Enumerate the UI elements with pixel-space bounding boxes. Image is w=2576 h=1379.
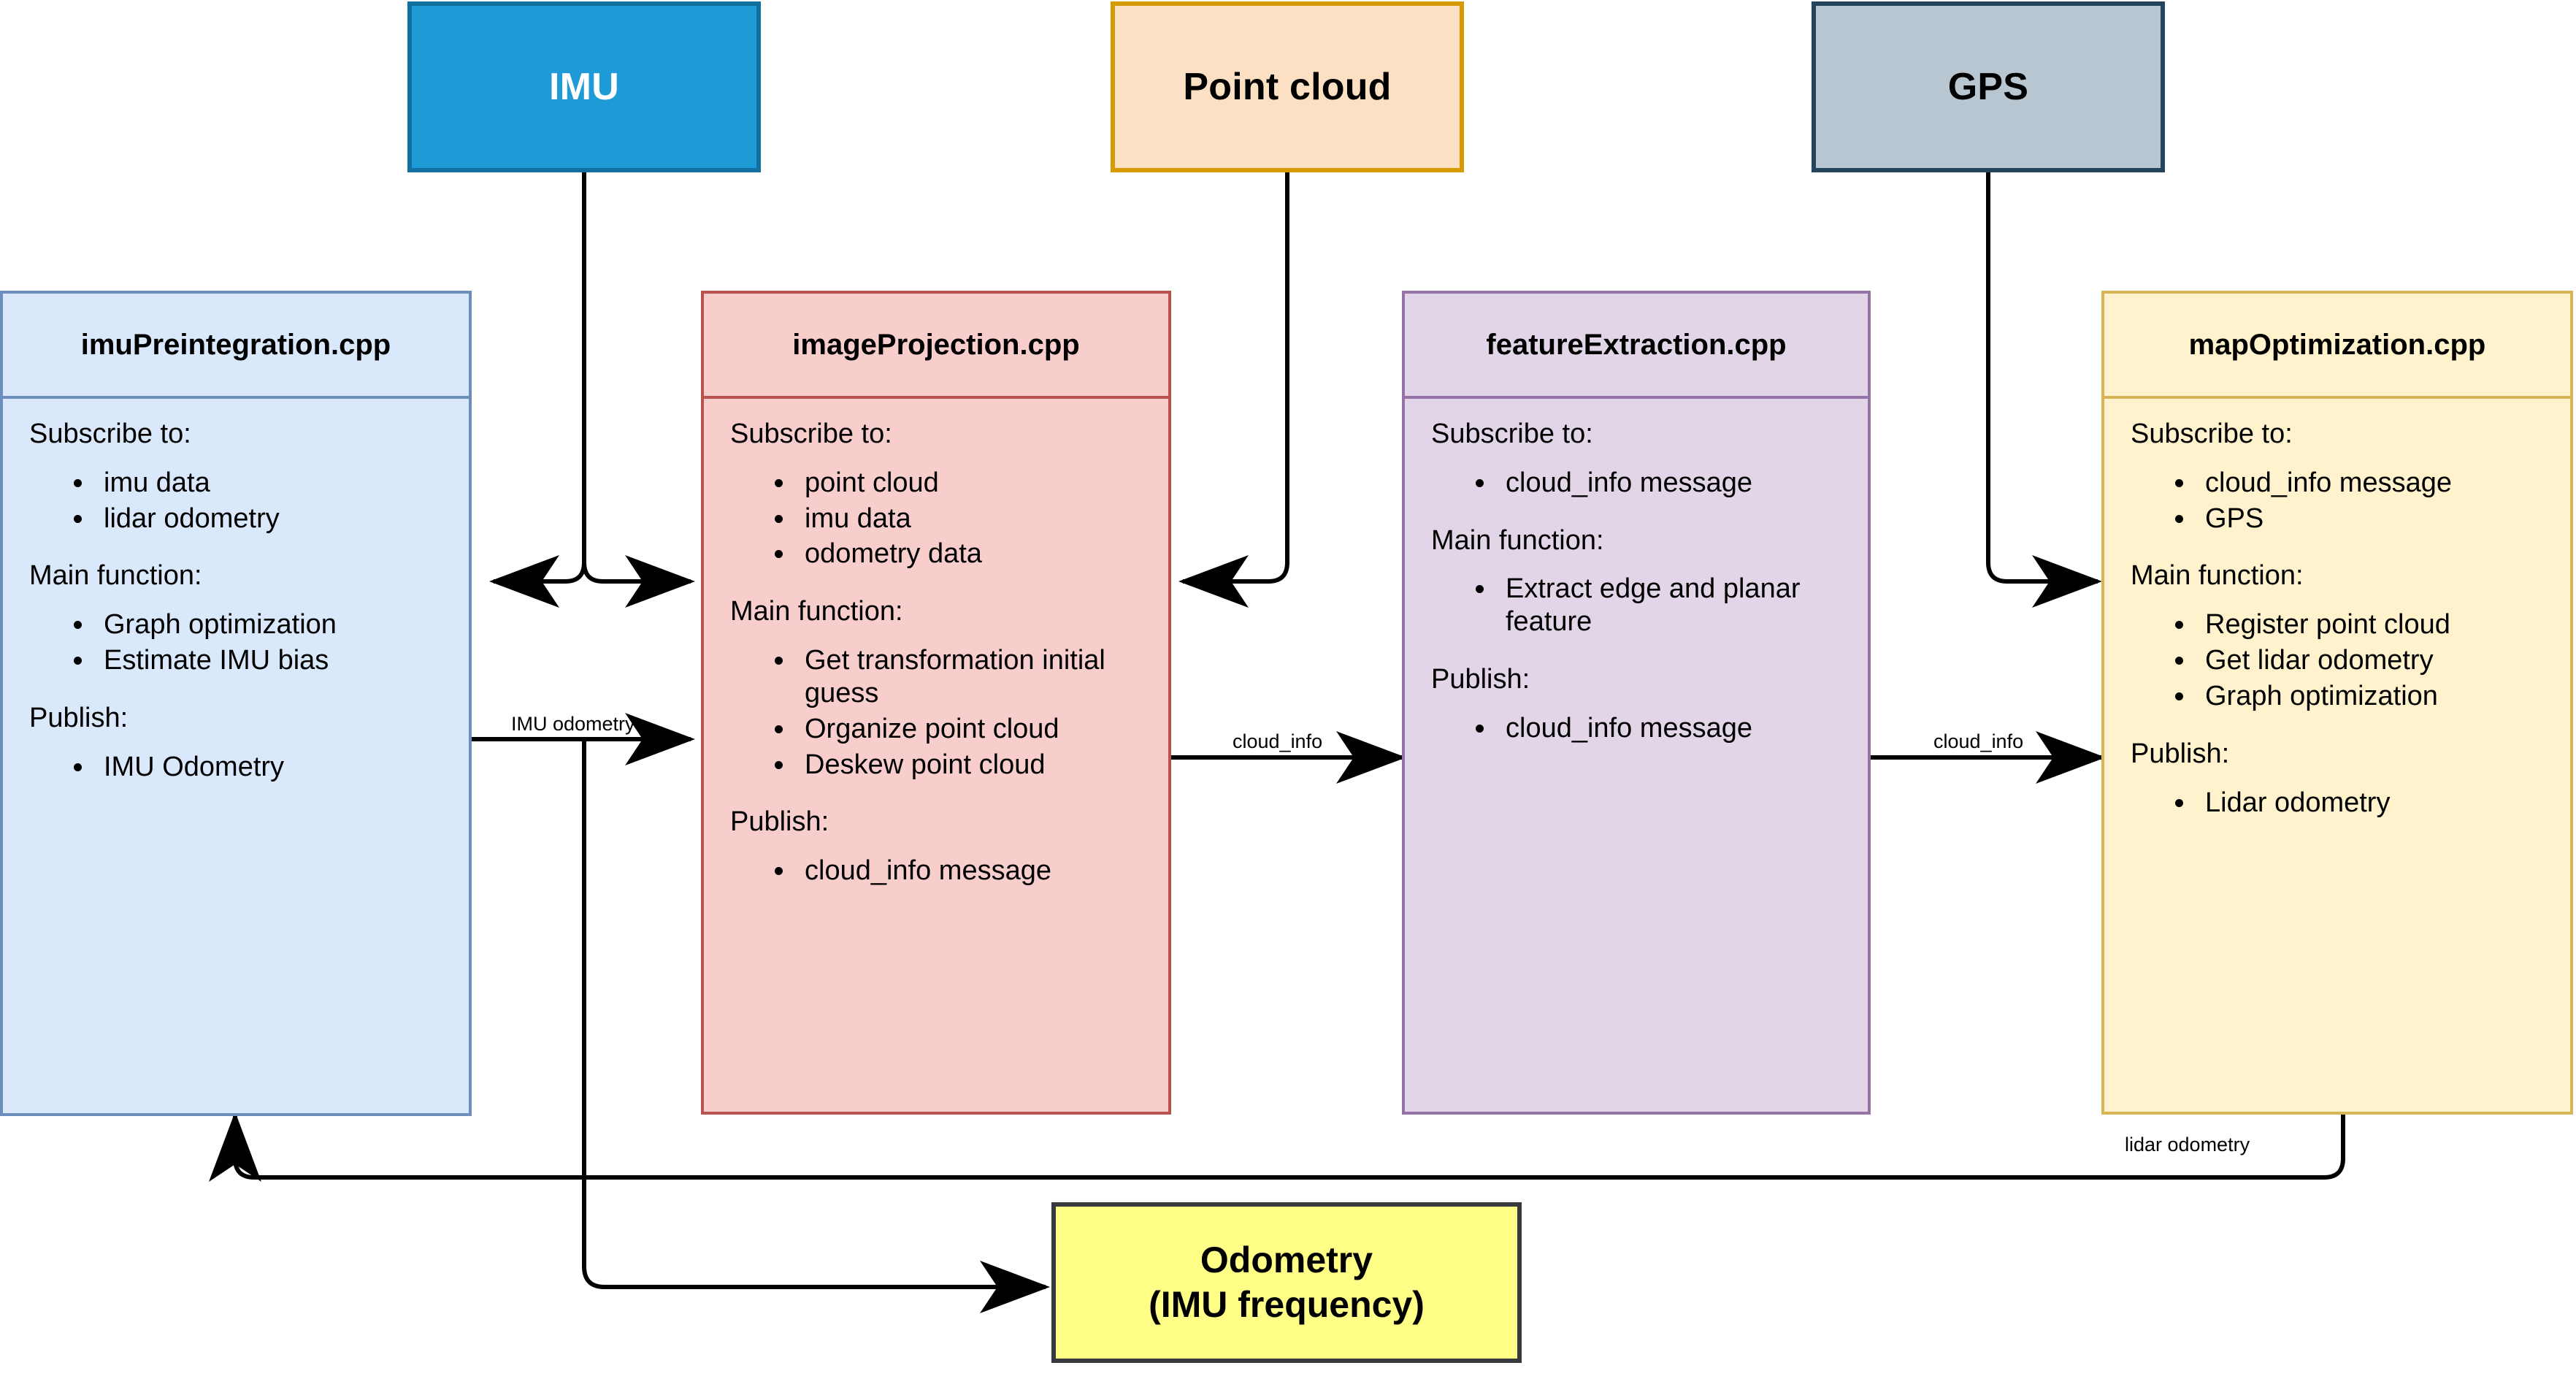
section-heading: Subscribe to: <box>730 419 892 449</box>
wire-pointcloud-to-image-projection <box>1178 172 1289 608</box>
section-list: cloud_info message <box>1405 467 1868 500</box>
list-item: IMU Odometry <box>95 751 469 784</box>
source-box-gps[interactable]: GPS <box>1812 1 2165 172</box>
list-item: Extract edge and planar feature <box>1497 573 1868 638</box>
section-list: imu data lidar odometry <box>3 467 469 535</box>
section-heading: Main function: <box>2131 560 2304 592</box>
section-heading: Publish: <box>2131 738 2230 769</box>
list-item: lidar odometry <box>95 503 469 535</box>
source-box-point-cloud[interactable]: Point cloud <box>1111 1 1464 172</box>
wire-lidar-odometry-feedback <box>209 1110 2345 1182</box>
module-map-optimization[interactable]: mapOptimization.cpp Subscribe to: cloud_… <box>2101 291 2573 1115</box>
source-box-imu[interactable]: IMU <box>407 1 761 172</box>
module-body-feature-extraction: Subscribe to: cloud_info message Main fu… <box>1405 399 1868 1112</box>
list-item: Graph optimization <box>2196 680 2570 713</box>
section-list: Get transformation initial guess Organiz… <box>704 644 1168 781</box>
module-body-map-optimization: Subscribe to: cloud_info message GPS Mai… <box>2104 399 2570 1112</box>
wire-gps-to-map-optimization <box>1986 172 2102 608</box>
module-feature-extraction[interactable]: featureExtraction.cpp Subscribe to: clou… <box>1402 291 1871 1115</box>
odometry-output-box[interactable]: Odometry (IMU frequency) <box>1051 1202 1522 1363</box>
section-heading: Publish: <box>29 702 129 733</box>
list-item: cloud_info message <box>1497 467 1868 500</box>
section-heading: Publish: <box>1431 664 1530 695</box>
list-item: Get lidar odometry <box>2196 644 2570 677</box>
list-item: Graph optimization <box>95 608 469 641</box>
section-list: Extract edge and planar feature <box>1405 573 1868 638</box>
list-item: Deskew point cloud <box>796 749 1168 782</box>
section-heading: Main function: <box>1431 524 1604 556</box>
section-heading: Subscribe to: <box>2131 419 2293 449</box>
module-body-imu-preintegration: Subscribe to: imu data lidar odometry Ma… <box>3 399 469 1113</box>
edge-label-cloud-info-map: cloud_info <box>1933 730 2024 752</box>
module-title-image-projection: imageProjection.cpp <box>704 294 1168 399</box>
list-item: Get transformation initial guess <box>796 644 1168 710</box>
section-list: Lidar odometry <box>2104 787 2570 820</box>
section-heading: Main function: <box>730 596 903 627</box>
list-item: odometry data <box>796 538 1168 570</box>
list-item: point cloud <box>796 467 1168 500</box>
section-list: cloud_info message <box>1405 712 1868 745</box>
module-body-image-projection: Subscribe to: point cloud imu data odome… <box>704 399 1168 1112</box>
section-heading: Publish: <box>730 806 829 838</box>
section-list: point cloud imu data odometry data <box>704 467 1168 570</box>
list-item: Estimate IMU bias <box>95 644 469 677</box>
module-image-projection[interactable]: imageProjection.cpp Subscribe to: point … <box>701 291 1171 1115</box>
odometry-label-wrap: Odometry (IMU frequency) <box>1149 1238 1425 1327</box>
list-item: cloud_info message <box>796 855 1168 887</box>
section-list: cloud_info message GPS <box>2104 467 2570 535</box>
odometry-label-line1: Odometry <box>1200 1239 1373 1280</box>
wire-imu-to-image-projection <box>582 172 695 608</box>
edge-label-cloud-info-feature: cloud_info <box>1233 730 1323 752</box>
wire-imu-split <box>489 172 586 608</box>
section-list: Graph optimization Estimate IMU bias <box>3 608 469 677</box>
list-item: Register point cloud <box>2196 608 2570 641</box>
list-item: cloud_info message <box>2196 467 2570 500</box>
section-heading: Subscribe to: <box>29 419 191 449</box>
source-label-point-cloud: Point cloud <box>1183 66 1392 108</box>
module-title-imu-preintegration: imuPreintegration.cpp <box>3 294 469 399</box>
odometry-label-line2: (IMU frequency) <box>1149 1284 1425 1325</box>
list-item: Lidar odometry <box>2196 787 2570 820</box>
edge-label-imu-odometry: IMU odometry <box>511 713 635 735</box>
section-list: Register point cloud Get lidar odometry … <box>2104 608 2570 712</box>
section-heading: Subscribe to: <box>1431 419 1593 449</box>
section-heading: Main function: <box>29 560 202 592</box>
section-list: cloud_info message <box>704 855 1168 887</box>
source-label-gps: GPS <box>1947 66 2029 108</box>
list-item: imu data <box>796 503 1168 535</box>
list-item: GPS <box>2196 503 2570 535</box>
list-item: cloud_info message <box>1497 712 1868 745</box>
list-item: Organize point cloud <box>796 713 1168 746</box>
section-list: IMU Odometry <box>3 751 469 784</box>
list-item: imu data <box>95 467 469 500</box>
module-title-feature-extraction: featureExtraction.cpp <box>1405 294 1868 399</box>
source-label-imu: IMU <box>549 66 619 108</box>
edge-label-lidar-odometry: lidar odometry <box>2125 1134 2250 1155</box>
module-imu-preintegration[interactable]: imuPreintegration.cpp Subscribe to: imu … <box>0 291 472 1116</box>
module-title-map-optimization: mapOptimization.cpp <box>2104 294 2570 399</box>
